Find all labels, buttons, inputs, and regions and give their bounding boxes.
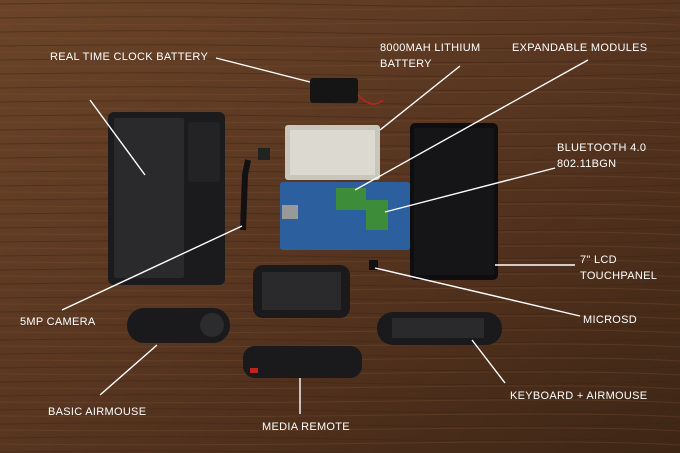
label-lithium-battery-line2: BATTERY xyxy=(380,58,432,70)
label-media-remote: MEDIA REMOTE xyxy=(262,421,350,433)
tablet-keyboard-case xyxy=(108,112,225,285)
rtc-battery xyxy=(310,78,384,105)
label-lcd-line1: 7" LCD xyxy=(580,254,617,266)
keyboard-airmouse-device xyxy=(377,312,502,345)
label-bluetooth-line2: 802.11BGN xyxy=(557,158,616,170)
basic-airmouse-remote xyxy=(127,308,230,343)
label-rtc-battery: REAL TIME CLOCK BATTERY xyxy=(50,51,208,63)
label-basic-airmouse: BASIC AIRMOUSE xyxy=(48,406,146,418)
label-camera: 5MP CAMERA xyxy=(20,316,96,328)
label-expandable-modules: EXPANDABLE MODULES xyxy=(512,42,647,54)
lithium-battery xyxy=(285,125,380,180)
main-pcb xyxy=(280,182,410,250)
label-lithium-battery-line1: 8000MAH LITHIUM xyxy=(380,42,480,54)
label-microsd: MICROSD xyxy=(583,314,637,326)
label-bluetooth-line1: BLUETOOTH 4.0 xyxy=(557,142,646,154)
label-keyboard-airmouse: KEYBOARD + AIRMOUSE xyxy=(510,390,647,402)
lcd-tablet xyxy=(410,123,498,280)
camera-ribbon-cable xyxy=(240,148,270,231)
media-remote-device xyxy=(243,346,362,378)
callout-lines xyxy=(61,57,589,414)
label-lcd-line2: TOUCHPANEL xyxy=(580,270,657,282)
microsd-card xyxy=(369,260,378,270)
mini-keyboard xyxy=(253,265,350,318)
